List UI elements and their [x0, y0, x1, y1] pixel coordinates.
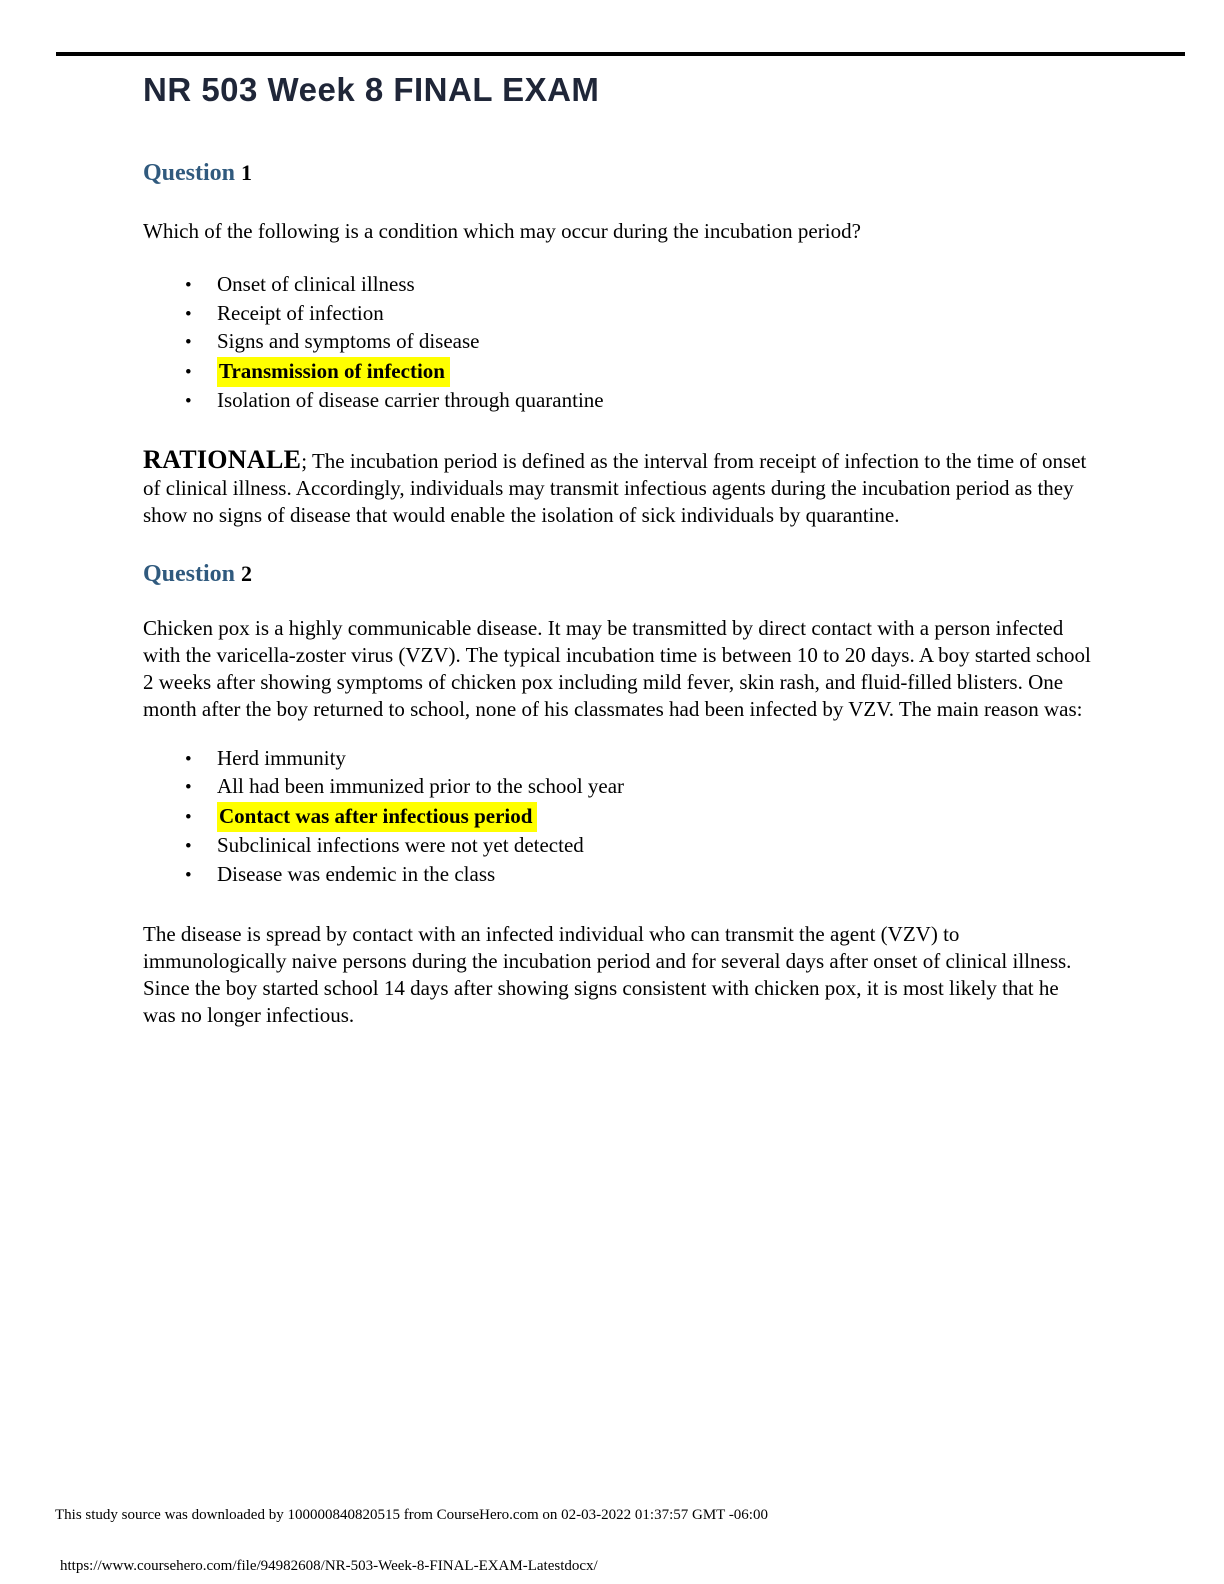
correct-answer-text: Transmission of infection [217, 356, 450, 387]
bullet-icon: • [185, 391, 192, 412]
rationale-separator: ; [301, 448, 312, 473]
question-1-options: • Onset of clinical illness • Receipt of… [143, 271, 1095, 416]
answer-option-text: All had been immunized prior to the scho… [217, 774, 625, 798]
rationale-text: The incubation period is defined as the … [143, 448, 1087, 527]
source-url-link[interactable]: https://www.coursehero.com/file/94982608… [60, 1558, 598, 1574]
answer-option-highlighted: • Contact was after infectious period [143, 801, 1095, 832]
answer-option: • Receipt of infection [143, 300, 1095, 329]
page-title: NR 503 Week 8 FINAL EXAM [143, 71, 600, 108]
question-1-prompt: Which of the following is a condition wh… [143, 219, 861, 243]
answer-option: • Herd immunity [143, 745, 1095, 774]
header-rule [56, 52, 1185, 56]
answer-option-text: Signs and symptoms of disease [217, 329, 480, 353]
correct-answer-text: Contact was after infectious period [217, 801, 538, 832]
bullet-icon: • [185, 748, 192, 770]
answer-option-text: Receipt of infection [217, 300, 384, 325]
answer-option: • All had been immunized prior to the sc… [143, 773, 1095, 802]
download-attribution: This study source was downloaded by 1000… [55, 1507, 768, 1523]
question-1-heading: Question 1 [143, 158, 1095, 188]
question-2-prompt: Chicken pox is a highly communicable dis… [143, 615, 1091, 721]
answer-option: • Subclinical infections were not yet de… [143, 832, 1095, 861]
question-2-heading-word: Question [143, 560, 236, 587]
answer-option-highlighted: • Transmission of infection [143, 356, 1095, 387]
question-1-rationale: RATIONALE; The incubation period is defi… [143, 446, 1095, 529]
bullet-icon: • [185, 864, 192, 886]
question-2-options: • Herd immunity • All had been immunized… [143, 745, 1095, 890]
question-1-number: 1 [241, 160, 253, 185]
rationale-label: RATIONALE [143, 444, 302, 474]
answer-option: • Isolation of disease carrier through q… [143, 387, 1095, 416]
answer-option-text: Herd immunity [217, 745, 346, 770]
bullet-icon: • [185, 303, 192, 325]
question-2-heading: Question 2 [143, 559, 1095, 589]
bullet-icon: • [185, 806, 192, 828]
bullet-icon: • [185, 275, 192, 296]
bullet-icon: • [185, 332, 192, 353]
answer-option-text: Onset of clinical illness [217, 272, 415, 296]
question-1-heading-word: Question [143, 160, 236, 186]
answer-option: • Disease was endemic in the class [143, 861, 1095, 890]
answer-option: • Onset of clinical illness [143, 271, 1095, 300]
answer-option-text: Isolation of disease carrier through qua… [217, 388, 604, 412]
bullet-icon: • [185, 836, 192, 857]
answer-option-text: Disease was endemic in the class [217, 861, 496, 886]
document-content: NR 503 Week 8 FINAL EXAM Question 1 Whic… [143, 70, 1095, 1029]
bullet-icon: • [185, 777, 192, 798]
answer-option: • Signs and symptoms of disease [143, 328, 1095, 357]
question-2-explanation: The disease is spread by contact with an… [143, 922, 1072, 1027]
question-2-number: 2 [241, 560, 253, 586]
answer-option-text: Subclinical infections were not yet dete… [217, 833, 584, 857]
bullet-icon: • [185, 361, 192, 383]
